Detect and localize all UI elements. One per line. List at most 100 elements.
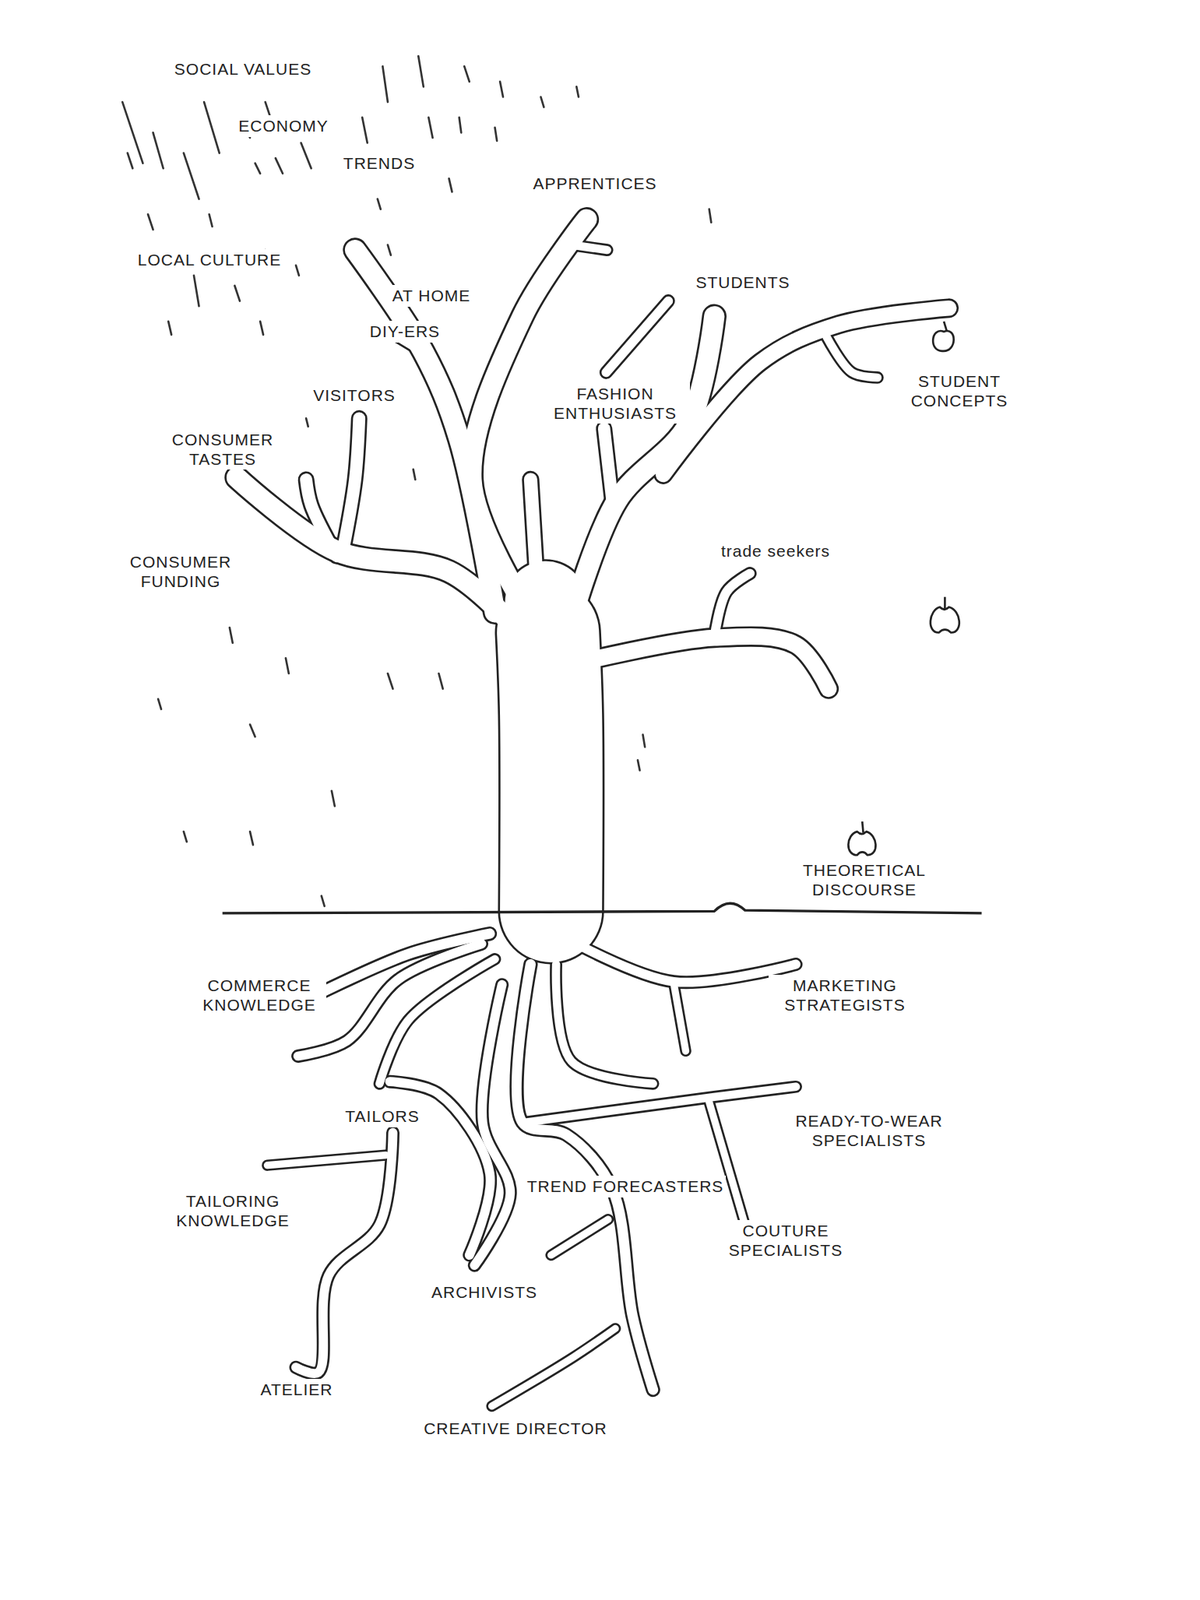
tree-label: LOCAL CULTURE: [135, 249, 285, 271]
tree-label: APPRENTICES: [530, 172, 659, 194]
branch-outline: [714, 573, 750, 639]
rain-stroke: [249, 724, 256, 738]
rain-stroke: [260, 321, 264, 335]
rain-stroke: [321, 896, 325, 907]
branch-outline: [267, 1155, 386, 1166]
rain-stroke: [540, 97, 544, 108]
branch-fill: [605, 301, 669, 374]
branch-outline: [673, 981, 687, 1052]
tree-label: CONSUMER FUNDING: [119, 551, 242, 592]
branch-outline: [556, 964, 654, 1084]
rain-stroke: [331, 791, 335, 807]
rain-stroke: [464, 66, 470, 82]
branch-outline: [525, 1087, 796, 1123]
tree-label: ATELIER: [258, 1379, 336, 1401]
rain-stroke: [387, 245, 391, 256]
rain-stroke: [193, 275, 200, 307]
ground-line: [222, 903, 982, 914]
rain-stroke: [382, 66, 388, 103]
rain-stroke: [499, 81, 504, 98]
rain-stroke: [209, 214, 213, 227]
rain-stroke: [459, 117, 462, 134]
tree-label: COMMERCE KNOWLEDGE: [193, 974, 327, 1016]
rain-stroke: [306, 418, 309, 426]
branch-outline: [342, 418, 359, 551]
branch-fill: [525, 1087, 796, 1123]
tree-label: STUDENT CONCEPTS: [894, 370, 1025, 412]
tree-label: COUTURE SPECIALISTS: [707, 1220, 865, 1261]
tree-label: TAILORING KNOWLEDGE: [164, 1190, 302, 1232]
branch-outline: [551, 1219, 609, 1256]
rain-stroke: [204, 102, 220, 154]
rain-stroke: [301, 142, 312, 169]
branch-outline: [573, 316, 715, 613]
tree-label: THEORETICAL DISCOURSE: [788, 859, 941, 901]
rain-stroke: [637, 760, 641, 771]
tree-label: TAILORS: [342, 1105, 422, 1127]
branch-fill: [563, 936, 796, 983]
tree-label: ARCHIVISTS: [429, 1281, 540, 1303]
branch-fill: [267, 1155, 386, 1166]
rain-stroke: [183, 831, 187, 842]
branch-outline: [563, 936, 796, 983]
branch-outline: [709, 1101, 746, 1225]
rain-stroke: [413, 469, 416, 480]
rain-stroke: [229, 627, 233, 644]
branch-fill: [316, 933, 490, 996]
rain-stroke: [377, 199, 381, 210]
rain-stroke: [168, 321, 172, 335]
branch-fill: [295, 1133, 393, 1374]
branch-fill: [530, 479, 538, 598]
rain-stroke: [709, 209, 712, 223]
rain-stroke: [438, 673, 443, 690]
rain-stroke: [158, 699, 162, 710]
branch-fill: [673, 981, 687, 1052]
tree-label: MARKETING STRATEGISTS: [768, 974, 922, 1016]
rain-stroke: [153, 132, 164, 169]
branch-outline: [571, 245, 608, 251]
rain-stroke: [495, 127, 498, 141]
branch-fill: [576, 636, 829, 689]
rain-stroke: [122, 102, 143, 164]
branch-outline: [605, 301, 669, 374]
branch-fill: [571, 245, 608, 251]
tree-label: TREND FORECASTERS: [524, 1175, 727, 1197]
branch-fill: [709, 1101, 746, 1225]
tree-label: STUDENTS: [693, 271, 792, 293]
branch-outline: [576, 636, 829, 689]
branch-outline: [604, 428, 613, 500]
rain-stroke: [255, 163, 261, 174]
rain-stroke: [418, 56, 424, 87]
tree-label: AT HOME: [390, 285, 474, 307]
rain-stroke: [275, 158, 283, 174]
branch-outline: [530, 479, 538, 598]
branch-fill: [379, 959, 495, 1084]
tree-label: TRENDS: [341, 152, 418, 174]
rain-stroke: [576, 86, 579, 97]
rain-stroke: [234, 285, 240, 302]
rain-stroke: [285, 658, 289, 674]
branch-fill: [551, 1219, 609, 1256]
branch-outline: [295, 1133, 393, 1374]
tree-label: DIY-ERS: [367, 320, 443, 342]
tree-branches: [236, 219, 950, 1407]
rain-stroke: [449, 178, 453, 192]
rain-stroke: [643, 735, 646, 748]
tree-label: trade seekers: [718, 540, 833, 562]
tree-label: READY-TO-WEAR SPECIALISTS: [783, 1110, 956, 1151]
branch-outline: [316, 933, 490, 996]
tree-branches-inner: [236, 219, 950, 1407]
tree-label: VISITORS: [310, 384, 398, 406]
rain-stroke: [295, 265, 300, 276]
rain-stroke: [249, 831, 254, 845]
tree-label: SOCIAL VALUES: [172, 58, 314, 80]
branch-fill: [342, 418, 359, 551]
branch-fill: [556, 964, 654, 1084]
tree-label: CONSUMER TASTES: [161, 429, 284, 470]
tree-label: CREATIVE DIRECTOR: [421, 1418, 610, 1440]
branch-fill: [573, 316, 715, 613]
tree-label: ECONOMY: [235, 115, 331, 137]
branch-outline: [545, 601, 549, 664]
